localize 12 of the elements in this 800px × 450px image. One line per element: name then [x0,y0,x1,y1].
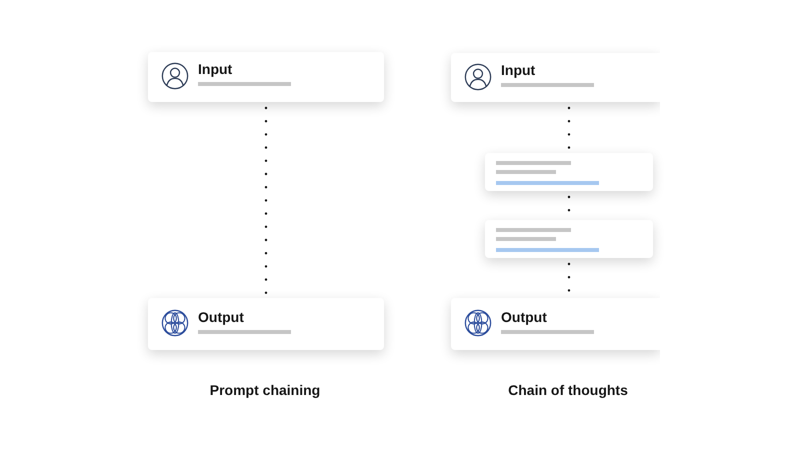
card [148,52,384,102]
card [451,298,660,350]
card [485,220,653,258]
caption: Chain of thoughts [508,381,628,399]
card [148,298,384,350]
card-title: Input [501,62,536,78]
card [485,153,653,191]
caption: Prompt chaining [210,381,320,399]
card-title: Output [501,309,547,325]
card-title: Output [198,309,244,325]
card [451,53,660,102]
card-title: Input [198,61,232,77]
